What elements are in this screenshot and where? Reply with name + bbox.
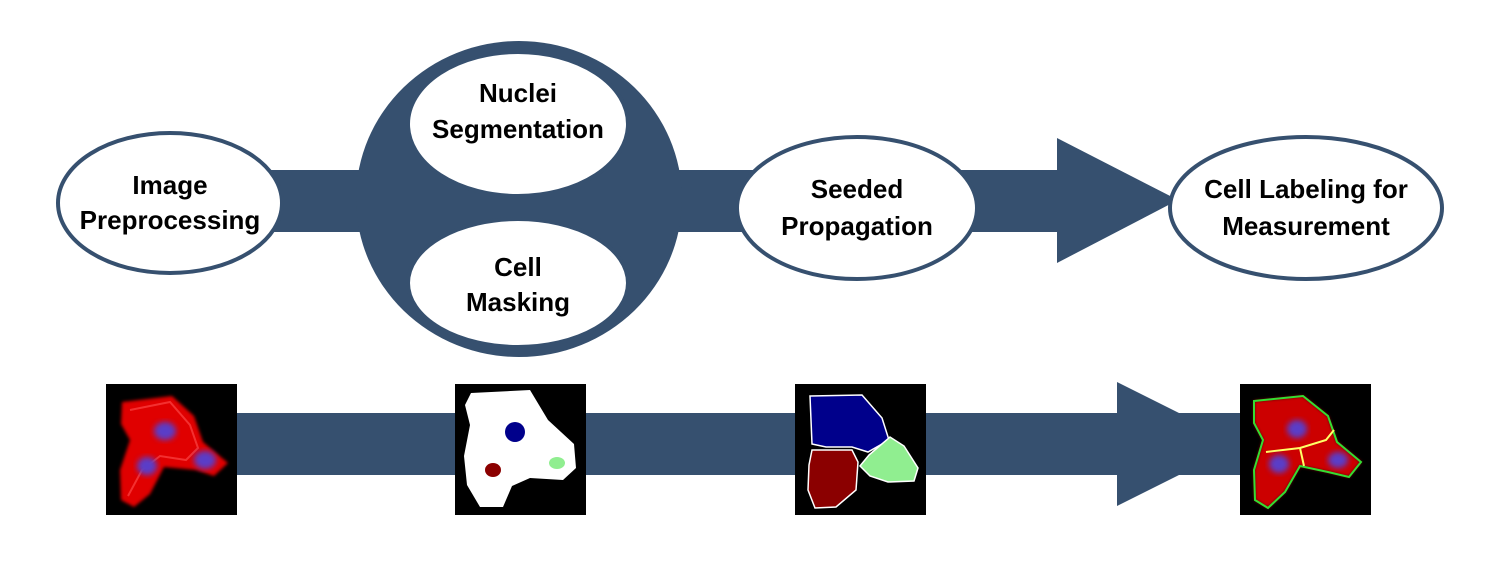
node-image-preprocessing (56, 131, 284, 275)
bottom-flow-arrowhead (1117, 382, 1241, 506)
propagated-regions-image (795, 384, 926, 515)
labeled-cell-outlines-image (1240, 384, 1371, 515)
node-label-line2: Preprocessing (80, 205, 261, 235)
node-label-line1: Cell Labeling for (1204, 174, 1408, 204)
node-label-line1: Nuclei (479, 78, 557, 108)
bottom-flow-band (230, 413, 1242, 475)
node-label-line2: Segmentation (432, 114, 604, 144)
stained-cells-image (106, 384, 237, 515)
step-cell-labeling: Cell Labeling for Measurement (1168, 135, 1444, 281)
top-flow-arrowhead (1057, 138, 1178, 263)
step-cell-masking: Cell Masking (406, 217, 630, 349)
node-cell-labeling (1168, 135, 1444, 281)
node-seeded-propagation (735, 135, 979, 281)
node-cell-masking (406, 217, 630, 349)
step-nuclei-segmentation: Nuclei Segmentation (406, 50, 630, 198)
node-label-line2: Measurement (1222, 211, 1390, 241)
node-label-line2: Masking (466, 287, 570, 317)
node-label-line1: Seeded (811, 174, 904, 204)
node-label-line2: Propagation (781, 211, 933, 241)
node-label-line1: Image (132, 170, 207, 200)
step-image-preprocessing: Image Preprocessing (56, 131, 284, 275)
step-seeded-propagation: Seeded Propagation (735, 135, 979, 281)
node-nuclei-segmentation (406, 50, 630, 198)
node-label-line1: Cell (494, 252, 542, 282)
binary-mask-with-nuclei-image (455, 384, 586, 515)
